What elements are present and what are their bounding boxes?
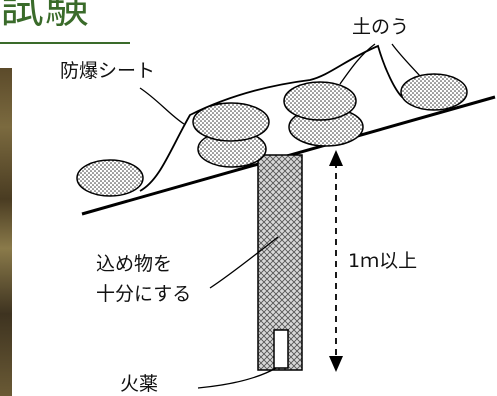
- blast-sheet-label: 防爆シート: [60, 60, 156, 82]
- stemming-leader: [209, 236, 279, 289]
- depth-label: 1ｍ以上: [348, 250, 418, 272]
- stemming-label-line2: 十分にする: [96, 283, 192, 305]
- sandbag-label: 土のう: [352, 16, 410, 38]
- blast-sheet-leader: [139, 87, 185, 125]
- sandbag-leader-left: [339, 43, 376, 85]
- title-fragment: 試験: [0, 0, 90, 33]
- title-underline: [0, 42, 130, 44]
- explosive-leader: [197, 367, 277, 389]
- stemming-label-line1: 込め物を: [96, 253, 173, 275]
- sandbag-6: [400, 73, 468, 111]
- explosive-charge: [273, 329, 289, 369]
- sandbag-leader-right: [391, 43, 421, 77]
- sandbag-1: [76, 159, 144, 197]
- explosive-label: 火薬: [120, 373, 159, 395]
- sandbag-3: [192, 102, 270, 142]
- depth-arrow-bottom: [329, 356, 343, 372]
- depth-arrow-top: [329, 150, 343, 166]
- sandbag-5: [283, 81, 357, 121]
- photo-strip: [0, 68, 12, 396]
